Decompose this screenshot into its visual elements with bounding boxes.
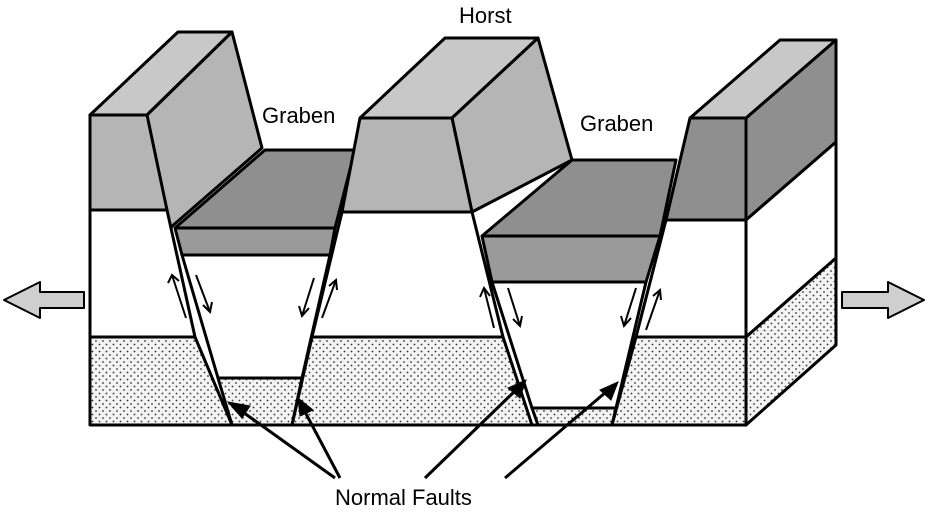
slip-arrow-down-2 <box>298 277 315 319</box>
center-horst <box>290 36 574 427</box>
right-block <box>610 38 838 427</box>
left-graben <box>173 148 357 427</box>
slip-arrow-up-3 <box>479 286 495 329</box>
right-side-face <box>744 38 838 427</box>
left-block <box>88 30 264 427</box>
slip-arrow-down-4 <box>620 287 637 329</box>
slip-arrow-up-2 <box>321 277 338 319</box>
slip-arrow-down-3 <box>507 287 523 329</box>
normal-faults-pointers <box>226 379 619 480</box>
slip-arrow-up-1 <box>167 273 187 319</box>
arrow-right-icon <box>841 281 925 319</box>
right-graben <box>480 158 678 427</box>
horst-label: Horst <box>459 3 512 28</box>
pointer-arrow-2 <box>297 396 342 479</box>
pointer-arrow-3 <box>423 379 527 480</box>
pointer-arrow-4 <box>504 381 619 480</box>
graben-left-label: Graben <box>262 103 335 128</box>
normal-faults-label: Normal Faults <box>335 485 472 510</box>
pointer-arrow-1 <box>226 401 336 480</box>
slip-arrow-down-1 <box>195 274 213 315</box>
arrow-left-icon <box>3 281 85 319</box>
fault-slip-arrows <box>167 273 662 331</box>
graben-right-label: Graben <box>580 111 653 136</box>
slip-arrow-up-4 <box>645 287 662 331</box>
